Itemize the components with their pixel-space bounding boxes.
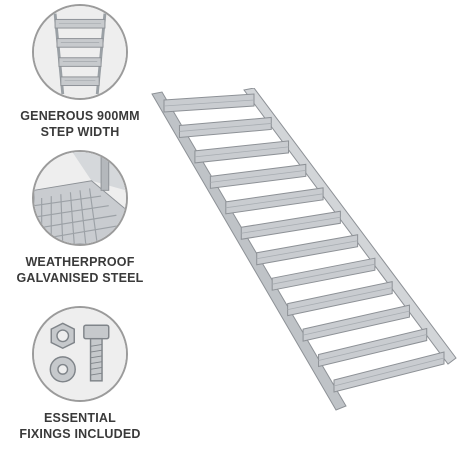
- feature-fixings: ESSENTIAL FIXINGS INCLUDED: [0, 306, 160, 442]
- tread-grating-line: [256, 240, 358, 260]
- tread-grating-line: [272, 263, 375, 285]
- bolt-nut-washer-icon: [32, 306, 128, 402]
- galvanised-staircase: [151, 88, 457, 411]
- grating-closeup-icon: [32, 150, 128, 246]
- tread-grating-line: [287, 287, 393, 311]
- tread-grating-line: [303, 310, 410, 336]
- tread-grating-line: [333, 357, 445, 387]
- tread-grating-line: [318, 334, 427, 361]
- stringer-right: [243, 88, 457, 365]
- tread-grating-line: [210, 169, 306, 183]
- tread-grating-line: [241, 216, 341, 234]
- tread-grating-line: [179, 123, 272, 132]
- stair-front-icon: [32, 4, 128, 100]
- feature-caption: ESSENTIAL FIXINGS INCLUDED: [19, 411, 141, 441]
- feature-caption: GENEROUS 900MM STEP WIDTH: [20, 109, 140, 139]
- tread-grating-line: [194, 146, 289, 158]
- feature-step-width: GENEROUS 900MM STEP WIDTH: [0, 4, 160, 140]
- feature-galvanised-steel: WEATHERPROOF GALVANISED STEEL: [0, 150, 160, 286]
- tread-grating-line: [163, 99, 255, 107]
- tread-grating-line: [225, 193, 324, 209]
- feature-caption: WEATHERPROOF GALVANISED STEEL: [16, 255, 144, 285]
- stringer-left: [151, 91, 347, 411]
